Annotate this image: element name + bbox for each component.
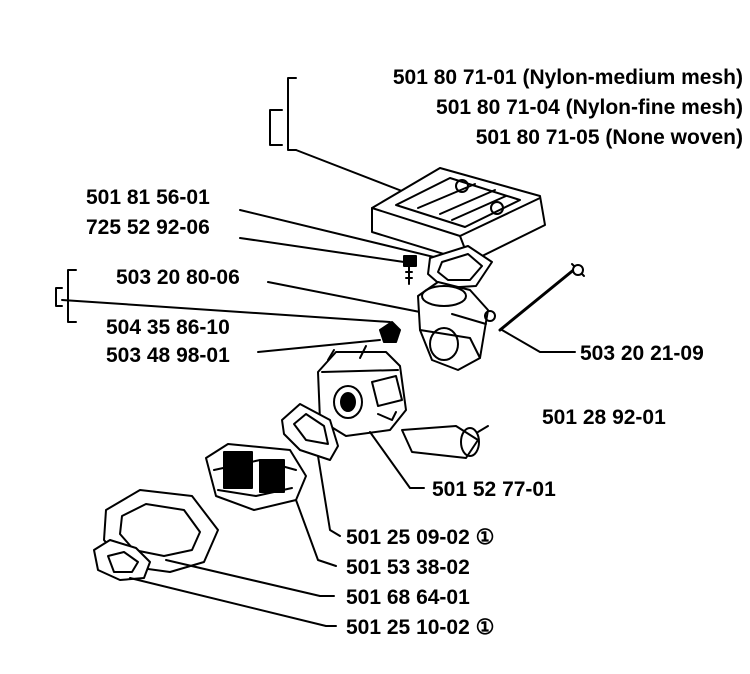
label-nut2: 503 48 98-01 bbox=[106, 344, 230, 367]
leader-gasket-top bbox=[239, 209, 439, 259]
intake-part bbox=[205, 443, 307, 511]
leader-carburetor bbox=[369, 431, 425, 489]
leader-adapter bbox=[267, 281, 421, 313]
label-gasket-carb: 501 25 09-02 ① bbox=[346, 526, 495, 549]
label-nut: 504 35 86-10 bbox=[106, 316, 230, 339]
leader-long-screw bbox=[501, 329, 576, 353]
label-adapter: 503 20 80-06 bbox=[116, 266, 240, 289]
label-air-filter-nonwoven: 501 80 71-05 (None woven) bbox=[475, 126, 743, 149]
bracket-air-filter bbox=[287, 77, 297, 151]
leader-nut2 bbox=[257, 339, 381, 353]
long-screw-part bbox=[498, 263, 585, 332]
gasket-top-part bbox=[427, 245, 493, 289]
label-gasket-top: 501 81 56-01 bbox=[86, 186, 210, 209]
screw-part bbox=[403, 255, 417, 285]
leader-nut bbox=[61, 299, 391, 323]
label-long-screw: 503 20 21-09 bbox=[580, 342, 704, 365]
bracket-adapter bbox=[67, 269, 77, 323]
label-carburetor: 501 52 77-01 bbox=[432, 478, 556, 501]
label-intake: 501 53 38-02 bbox=[346, 556, 470, 579]
adapter-part bbox=[417, 281, 496, 371]
leader-air-filter bbox=[295, 149, 421, 199]
air-filter-part bbox=[371, 167, 546, 263]
label-flange: 501 68 64-01 bbox=[346, 586, 470, 609]
leader-screw bbox=[239, 237, 405, 263]
label-hose: 501 28 92-01 bbox=[542, 406, 666, 429]
leader-intake bbox=[295, 499, 337, 567]
label-screw: 725 52 92-06 bbox=[86, 216, 210, 239]
label-air-filter-fine: 501 80 71-04 (Nylon-fine mesh) bbox=[436, 96, 743, 119]
label-air-filter-medium: 501 80 71-01 (Nylon-medium mesh) bbox=[392, 66, 743, 89]
gasket-carb-part bbox=[281, 403, 339, 461]
gasket-bottom-part bbox=[93, 539, 337, 627]
label-gasket-bottom: 501 25 10-02 ① bbox=[346, 616, 495, 639]
nut-part bbox=[379, 321, 401, 343]
leader-gasket-carb bbox=[317, 455, 341, 537]
hose-part bbox=[401, 425, 489, 459]
